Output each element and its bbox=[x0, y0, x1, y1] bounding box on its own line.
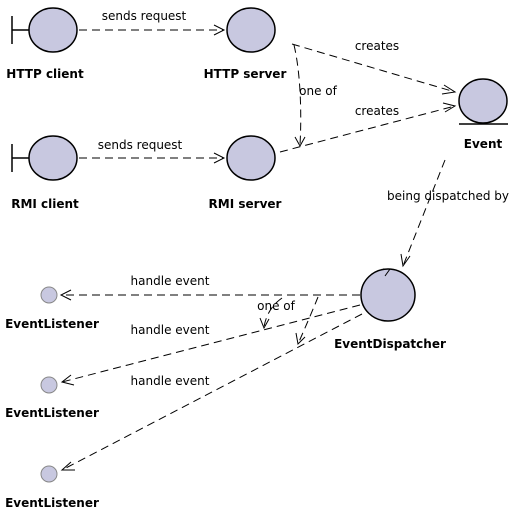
rmi-server-node[interactable] bbox=[226, 135, 276, 181]
event-listener-1-label: EventListener bbox=[5, 317, 99, 331]
event-listener-3-circle bbox=[40, 465, 58, 483]
edge-handle-event-2 bbox=[60, 304, 361, 386]
edge-label-http-creates: creates bbox=[355, 39, 399, 53]
edge-label-handle-event-2: handle event bbox=[131, 323, 210, 337]
event-listener-node-1[interactable] bbox=[40, 286, 58, 304]
event-listener-2-label: EventListener bbox=[5, 406, 99, 420]
edge-rmi-sends-request bbox=[79, 152, 226, 164]
edge-http-sends-request bbox=[79, 24, 226, 36]
http-server-node[interactable] bbox=[226, 7, 276, 53]
event-label: Event bbox=[464, 137, 503, 151]
edge-label-rmi-creates: creates bbox=[355, 104, 399, 118]
event-node[interactable] bbox=[458, 78, 508, 125]
edge-handle-event-1 bbox=[59, 289, 360, 301]
event-dispatcher-control-arrow bbox=[383, 268, 391, 277]
edge-label-handle-event-3: handle event bbox=[131, 374, 210, 388]
edge-label-rmi-sends-request: sends request bbox=[98, 138, 183, 152]
edge-event-dispatched-by bbox=[400, 159, 446, 268]
rmi-server-label: RMI server bbox=[209, 197, 282, 211]
http-server-circle bbox=[226, 7, 276, 53]
event-dispatcher-circle bbox=[360, 268, 416, 322]
event-listener-2-circle bbox=[40, 376, 58, 394]
edge-listeners-one-of-a bbox=[259, 297, 283, 330]
http-client-node[interactable] bbox=[11, 7, 78, 53]
event-dispatcher-node[interactable] bbox=[360, 268, 416, 322]
event-circle bbox=[458, 78, 508, 124]
http-server-label: HTTP server bbox=[204, 67, 287, 81]
edge-label-handle-event-1: handle event bbox=[131, 274, 210, 288]
edge-label-listeners-one-of: one of bbox=[257, 299, 295, 313]
rmi-client-circle bbox=[28, 135, 78, 181]
event-listener-1-circle bbox=[40, 286, 58, 304]
edge-servers-one-of bbox=[293, 44, 306, 148]
event-listener-node-2[interactable] bbox=[40, 376, 58, 394]
edge-rmi-creates-event bbox=[279, 102, 457, 153]
event-listener-3-label: EventListener bbox=[5, 496, 99, 510]
edge-listeners-one-of-b bbox=[295, 296, 319, 346]
rmi-client-node[interactable] bbox=[11, 135, 78, 181]
edge-label-servers-one-of: one of bbox=[299, 84, 337, 98]
http-client-label: HTTP client bbox=[6, 67, 84, 81]
edge-label-http-sends-request: sends request bbox=[102, 9, 187, 23]
event-dispatcher-label: EventDispatcher bbox=[334, 337, 446, 351]
rmi-server-circle bbox=[226, 135, 276, 181]
event-listener-node-3[interactable] bbox=[40, 465, 58, 483]
edge-label-being-dispatched-by: being dispatched by bbox=[387, 189, 509, 203]
edge-http-creates-event bbox=[291, 43, 457, 95]
http-client-circle bbox=[28, 7, 78, 53]
rmi-client-label: RMI client bbox=[11, 197, 79, 211]
edge-handle-event-3 bbox=[60, 313, 363, 471]
